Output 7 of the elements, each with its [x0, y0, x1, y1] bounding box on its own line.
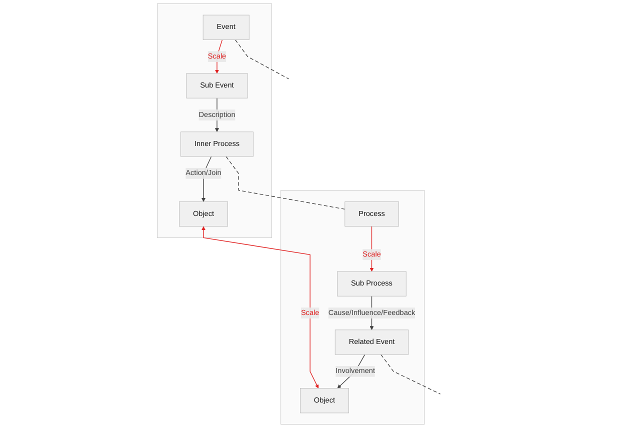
- connector: [380, 354, 441, 394]
- cluster: [157, 3, 272, 238]
- arrow: [370, 226, 374, 272]
- connector: [226, 156, 346, 210]
- cluster: [280, 190, 425, 425]
- arrow: [202, 226, 319, 388]
- connector: [234, 39, 290, 80]
